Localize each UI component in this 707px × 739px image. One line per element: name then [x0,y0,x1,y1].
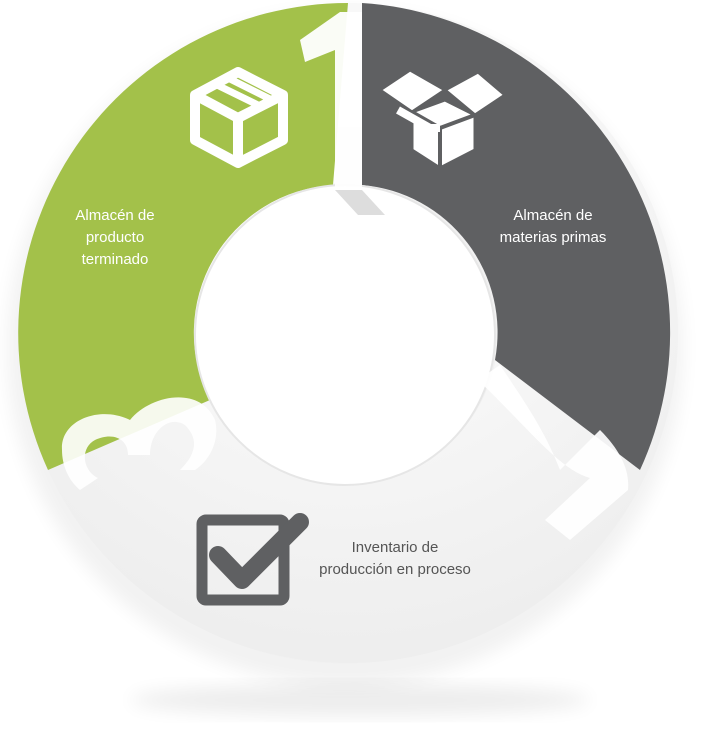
closed-box-icon [190,67,288,168]
segment-producto-terminado [18,3,348,470]
numeral-1 [300,12,385,215]
ground-shadow [130,684,590,716]
open-box-icon [378,68,507,170]
inner-hole [195,185,495,485]
label-produccion-en-proceso: Inventario de producción en proceso [319,539,471,578]
numeral-3 [61,397,217,490]
label-materias-primas: Almacén de materias primas [499,207,607,246]
label-producto-terminado: Almacén de producto terminado [75,207,155,268]
numeral-2 [478,365,629,540]
checkbox-check-icon [196,513,309,606]
